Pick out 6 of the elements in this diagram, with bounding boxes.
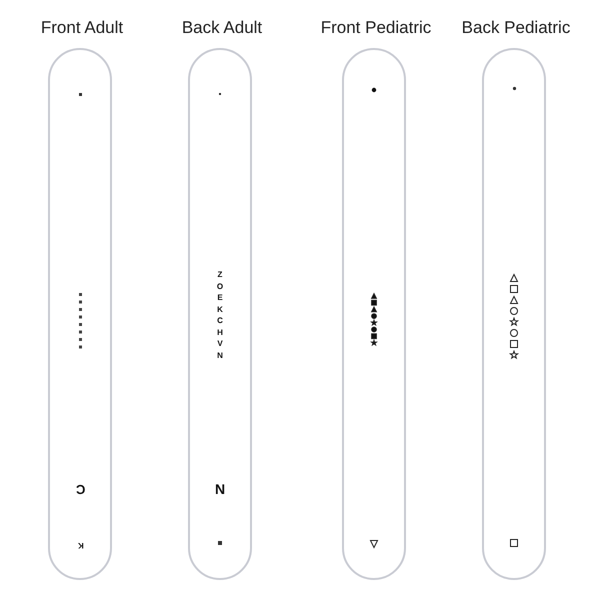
upside-down-letter: C — [76, 482, 86, 497]
strip-title: Back Adult — [180, 18, 264, 38]
letter-column: Z O E K C H V N — [214, 269, 226, 361]
strip-title: Front Adult — [40, 18, 124, 38]
upside-down-letter: K — [78, 541, 84, 550]
large-letter: N — [215, 481, 226, 497]
